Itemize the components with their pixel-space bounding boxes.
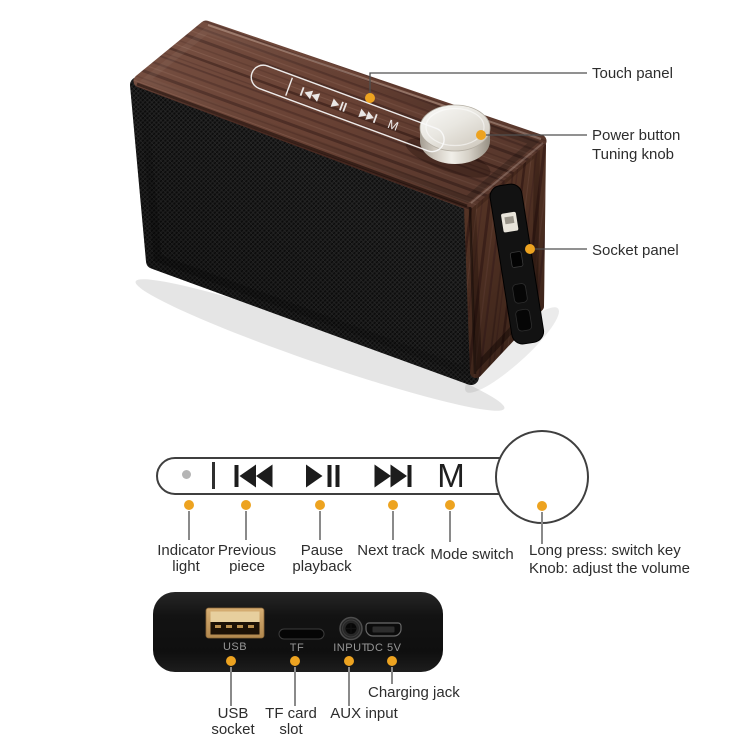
pause-playback-label: Pause playback <box>292 542 352 575</box>
top-front-seam <box>136 82 468 208</box>
touch-panel-divider <box>285 77 293 96</box>
usb-socket-label: USB socket <box>211 705 255 738</box>
aux-input-label: AUX input <box>330 705 398 722</box>
previous-track-icon <box>299 86 321 102</box>
power-button-label: Power button Tuning knob <box>592 126 680 164</box>
top-right-edge-highlight <box>470 142 544 204</box>
charging-leader-line <box>391 667 393 684</box>
previous-leader-line <box>245 511 247 540</box>
aux-leader-line <box>348 667 350 706</box>
usb-callout-dot <box>226 656 236 666</box>
control-strip-diagram <box>156 457 560 495</box>
play-pause-icon <box>330 98 348 112</box>
knob-photo <box>405 104 491 178</box>
tf-slot-graphic <box>278 628 325 640</box>
front-right-seam <box>468 206 477 375</box>
touch-panel-callout-dot <box>365 93 375 103</box>
previous-track-icon-diagram <box>234 464 273 488</box>
tf-leader-line <box>294 667 296 706</box>
tuning-knob-label-line2: Tuning knob <box>592 146 675 163</box>
knob-callout-dot <box>537 501 547 511</box>
knob-top <box>419 104 491 152</box>
knob-note-line2: Knob: adjust the volume <box>529 560 690 577</box>
ground-shadow <box>135 279 505 411</box>
touch-panel-outline <box>250 64 445 153</box>
previous-piece-label: Previous piece <box>217 542 277 575</box>
knob-note-line1: Long press: switch key <box>529 542 681 559</box>
aux-jack-graphic <box>339 616 363 641</box>
next-leader-line <box>392 511 394 540</box>
indicator-light-dot <box>182 470 191 479</box>
knob-note: Long press: switch key Knob: adjust the … <box>529 542 690 578</box>
aux-callout-dot <box>344 656 354 666</box>
micro-usb-graphic <box>365 622 402 637</box>
input-port-label: INPUT <box>333 642 369 654</box>
tf-card-slot-label: TF card slot <box>265 705 317 738</box>
mode-letter-photo: M <box>386 117 401 134</box>
socket-panel-ports <box>205 607 402 641</box>
side-input-jack <box>512 283 528 304</box>
side-usb-inner <box>504 215 515 225</box>
touch-panel-label: Touch panel <box>592 65 673 82</box>
indicator-light-label: Indicator light <box>157 542 215 575</box>
knob-leader-line <box>541 512 543 544</box>
next-callout-dot <box>388 500 398 510</box>
mode-callout-dot <box>445 500 455 510</box>
socket-panel-callout-dot <box>525 244 535 254</box>
side-dc-jack <box>515 308 533 332</box>
mode-letter-diagram: M <box>437 457 465 495</box>
mode-leader-line <box>449 511 451 542</box>
control-strip-divider <box>212 462 215 489</box>
charging-callout-dot <box>387 656 397 666</box>
knob-rim-highlight <box>425 107 485 147</box>
next-track-label: Next track <box>357 542 425 559</box>
touch-panel-callout-line <box>369 72 587 96</box>
next-track-icon <box>358 108 378 124</box>
previous-callout-dot <box>241 500 251 510</box>
indicator-callout-dot <box>184 500 194 510</box>
side-tf-slot <box>509 251 524 268</box>
control-icons <box>234 464 412 488</box>
usb-leader-line <box>230 667 232 706</box>
usb-port-graphic <box>205 607 265 639</box>
power-button-callout-dot <box>476 130 486 140</box>
photo-callout-lines <box>369 72 587 250</box>
charging-jack-label: Charging jack <box>368 684 460 701</box>
mode-switch-label: Mode switch <box>430 546 514 563</box>
speaker-body: M <box>130 20 547 385</box>
pause-leader-line <box>319 511 321 540</box>
pause-callout-dot <box>315 500 325 510</box>
tf-port-label: TF <box>289 642 305 654</box>
indicator-leader-line <box>188 511 190 540</box>
tf-callout-dot <box>290 656 300 666</box>
speaker-product-photo: M <box>130 20 587 411</box>
photo-callout-dots <box>365 93 535 254</box>
play-pause-icon-diagram <box>306 464 340 488</box>
power-button-label-line1: Power button <box>592 127 681 144</box>
touch-panel-photo: M <box>250 64 445 153</box>
socket-panel-label: Socket panel <box>592 242 679 259</box>
usb-port-label: USB <box>222 641 248 653</box>
dc5v-port-label: DC 5V <box>366 642 402 654</box>
socket-panel-photo <box>489 183 545 345</box>
next-track-icon-diagram <box>374 464 412 488</box>
